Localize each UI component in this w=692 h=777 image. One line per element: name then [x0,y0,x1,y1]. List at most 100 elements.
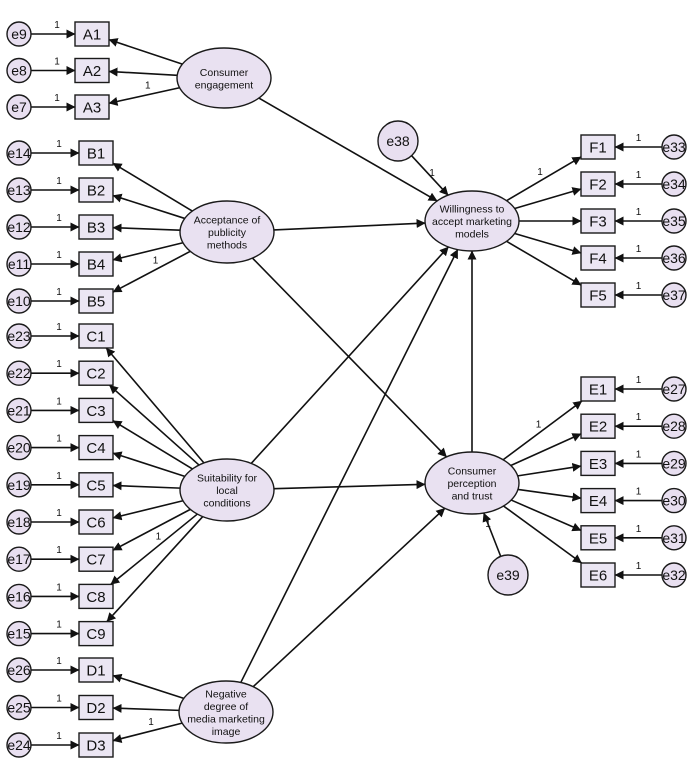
error-label-e35: e35 [662,213,686,229]
error-label-e12: e12 [7,219,31,235]
loading-path-c2 [108,384,200,466]
error-label-e15: e15 [7,626,31,642]
error-circle-e23 [6,323,32,349]
error-label-e26: e26 [7,662,31,678]
indicator-c4-box [78,434,114,461]
error-label-e36: e36 [662,250,686,266]
error-label-e19: e19 [7,477,31,493]
error-circle-e25 [6,694,32,721]
error-label-e22: e22 [7,365,31,381]
indicator-c1-box [78,323,114,349]
fixed-loading-label: 1 [148,717,154,728]
indicator-a2-box [74,57,110,84]
latent-ce-ellipse [176,47,272,109]
error-weight-label: 1 [636,412,642,423]
error-label-e13: e13 [7,182,31,198]
fixed-loading-label: 1 [537,167,543,178]
disturbance-weight-label: 1 [429,168,435,179]
error-label-e37: e37 [662,287,686,303]
error-label-e34: e34 [662,176,686,192]
error-label-e29: e29 [662,455,686,471]
error-circle-e36 [661,245,687,271]
indicator-b5-label: B5 [87,294,105,311]
loading-path-e1 [502,400,583,461]
error-weight-label: 1 [56,396,62,407]
indicator-e2-label: E2 [589,419,607,436]
indicator-f4-box [580,245,616,271]
error-label-e30: e30 [662,493,686,509]
fixed-loading-label: 1 [145,81,151,92]
error-weight-label: 1 [56,508,62,519]
indicator-d1-label: D1 [86,663,105,680]
indicator-c1-label: C1 [86,329,105,346]
error-circle-e26 [6,657,32,683]
disturbance-circle-e39 [487,554,529,596]
indicator-c9-label: C9 [86,626,105,643]
loading-path-c5 [112,481,181,491]
indicator-e5-box [580,525,616,551]
loading-path-d2 [112,703,180,713]
error-circle-e19 [6,472,32,498]
indicator-f4-label: F4 [589,251,607,268]
loading-path-e4 [517,488,582,502]
loading-path-c4 [112,451,186,478]
loading-path-c9 [106,516,204,623]
loading-path-f4 [514,232,582,255]
latent-sl-ellipse [179,458,275,522]
loading-path-d1 [112,673,185,700]
indicator-b4-box [78,251,114,277]
error-label-e21: e21 [7,402,31,418]
error-weight-label: 1 [56,287,62,298]
indicator-b4-label: B4 [87,257,105,274]
indicator-e6-label: E6 [589,568,607,585]
error-circle-e9 [6,21,32,47]
error-label-e31: e31 [662,530,686,546]
error-weight-label: 1 [56,322,62,333]
error-label-e23: e23 [7,328,31,344]
error-weight-label: 1 [56,656,62,667]
error-circle-e17 [6,546,32,572]
indicator-d2-label: D2 [86,700,105,717]
error-circle-e37 [661,282,687,308]
disturbance-path-e39 [482,512,502,557]
indicator-c2-label: C2 [86,366,105,383]
loading-path-c6 [112,499,184,521]
indicator-a1-box [74,21,110,47]
indicator-b1-label: B1 [87,146,105,163]
error-weight-label: 1 [636,244,642,255]
indicator-c5-box [78,472,114,498]
loading-path-b5 [112,250,191,293]
disturbance-circle-e38 [377,120,419,162]
error-label-e14: e14 [7,145,31,161]
indicator-e3-box [580,450,616,477]
indicator-e6-box [580,562,616,588]
indicator-c5-label: C5 [86,477,105,494]
latent-cp-ellipse [424,451,520,515]
error-weight-label: 1 [636,170,642,181]
indicator-d1-box [78,657,114,683]
error-label-e10: e10 [7,293,31,309]
indicator-c8-box [78,583,114,610]
indicator-f1-box [580,134,616,160]
error-weight-label: 1 [636,561,642,572]
loading-path-b4 [112,241,184,263]
error-circle-e31 [661,525,687,551]
indicator-f1-label: F1 [589,140,607,157]
indicator-f2-box [580,171,616,197]
indicator-d3-box [78,732,114,758]
error-circle-e13 [6,177,32,203]
indicator-e2-box [580,413,616,439]
error-circle-e21 [6,397,32,424]
loading-path-a1 [108,38,183,65]
indicator-e1-label: E1 [589,382,607,399]
structural-path-sl-to-cp [273,480,426,490]
error-circle-e10 [6,288,32,314]
indicator-f3-label: F3 [589,214,607,231]
error-label-e17: e17 [7,551,31,567]
loading-path-c7 [112,508,191,551]
